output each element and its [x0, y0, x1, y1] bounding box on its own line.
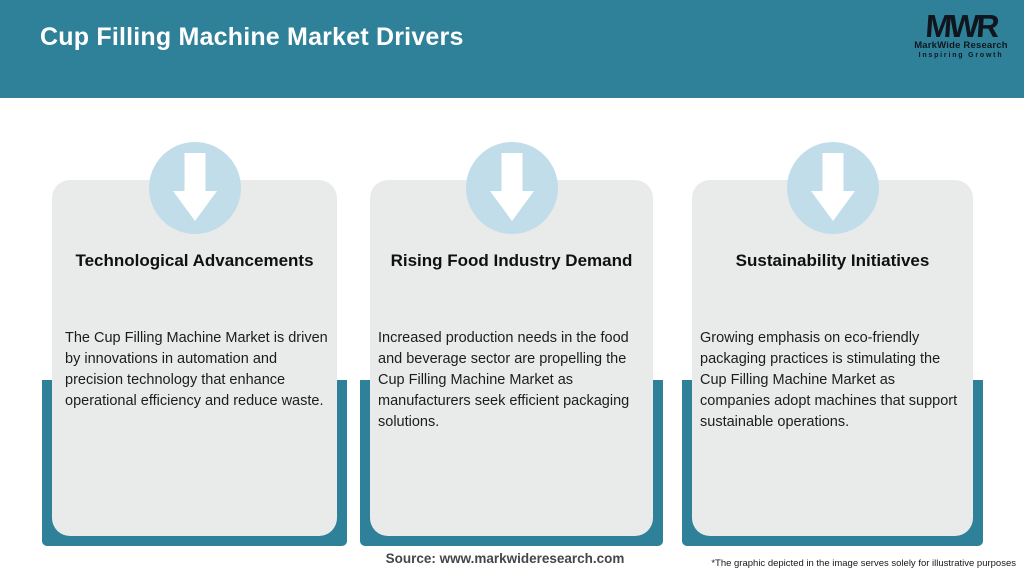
- markwide-research-logo: MWR MarkWide Research Inspiring Growth: [911, 8, 1011, 59]
- card-panel: Rising Food Industry Demand Increased pr…: [370, 180, 653, 536]
- logo-tagline: Inspiring Growth: [918, 52, 1004, 59]
- arrow-badge: [786, 142, 879, 234]
- card-panel: Sustainability Initiatives Growing empha…: [692, 180, 973, 536]
- arrow-badge: [148, 142, 241, 234]
- down-arrow-icon: [810, 153, 855, 221]
- card-body: Increased production needs in the food a…: [378, 330, 630, 430]
- source-attribution: Source: www.markwideresearch.com: [385, 551, 625, 566]
- card-title: Sustainability Initiatives: [735, 251, 930, 270]
- driver-card-sustainability-initiatives: Sustainability Initiatives Growing empha…: [682, 142, 983, 546]
- page-title: Cup Filling Machine Market Drivers: [40, 23, 464, 51]
- logo-name: MarkWide Research: [914, 40, 1008, 51]
- card-title: Technological Advancements: [75, 251, 314, 270]
- arrow-badge: [465, 142, 558, 234]
- header-band: Cup Filling Machine Market Drivers MWR M…: [0, 0, 1024, 98]
- disclaimer-note: *The graphic depicted in the image serve…: [711, 558, 1016, 569]
- card-body: Growing emphasis on eco-friendly packagi…: [700, 330, 958, 430]
- card-panel: Technological Advancements The Cup Filli…: [52, 180, 337, 536]
- card-body: The Cup Filling Machine Market is driven…: [65, 330, 328, 409]
- down-arrow-icon: [172, 153, 217, 221]
- driver-card-rising-food-industry-demand: Rising Food Industry Demand Increased pr…: [360, 142, 663, 546]
- down-arrow-icon: [489, 153, 534, 221]
- logo-acronym: MWR: [924, 8, 998, 44]
- driver-card-technological-advancements: Technological Advancements The Cup Filli…: [42, 142, 347, 546]
- card-title: Rising Food Industry Demand: [390, 251, 633, 270]
